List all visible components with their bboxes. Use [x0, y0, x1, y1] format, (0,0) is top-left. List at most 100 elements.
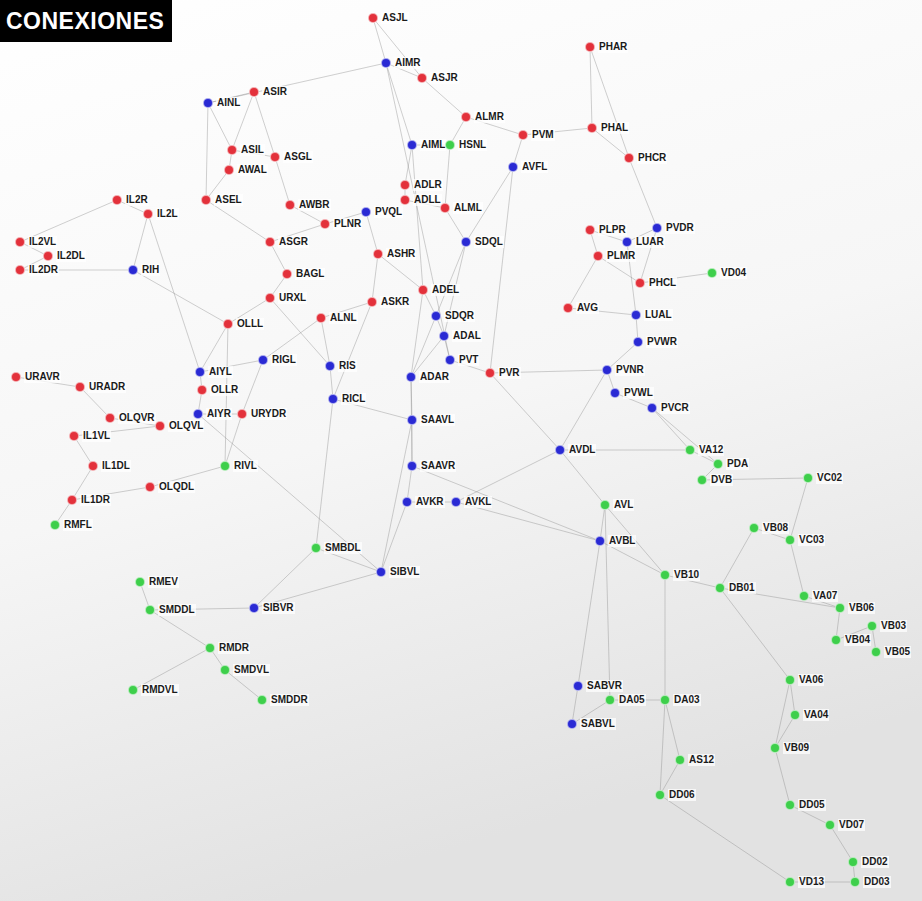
- neuron-label: IL2DL: [56, 250, 86, 262]
- neuron-node: PVNR: [602, 365, 612, 375]
- neuron-node: DB01: [715, 583, 725, 593]
- synapse-line: [573, 691, 577, 719]
- synapse-line: [461, 503, 595, 539]
- neuron-node: AIYR: [193, 409, 203, 419]
- neuron-label: DVB: [710, 474, 733, 486]
- synapse-line: [230, 155, 232, 165]
- neuron-label: DD03: [863, 876, 891, 888]
- neuron-node: VB04: [831, 635, 841, 645]
- neuron-label: IL1DL: [101, 460, 131, 472]
- neuron-label: OLQVR: [118, 412, 156, 424]
- neuron-node: SMDVL: [220, 665, 230, 675]
- neuron-node: VA12: [685, 445, 695, 455]
- neuron-node: AINL: [203, 98, 213, 108]
- neuron-label: AIMR: [394, 57, 422, 69]
- neuron-label: OLQDL: [158, 481, 195, 493]
- synapse-line: [563, 454, 602, 501]
- neuron-node: RMFL: [50, 520, 60, 530]
- neuron-node: SDQR: [431, 311, 441, 321]
- neuron-node: AWBR: [285, 200, 295, 210]
- neuron-label: SIBVL: [389, 566, 420, 578]
- neuron-label: SAAVR: [420, 460, 456, 472]
- synapse-line: [723, 592, 787, 676]
- neuron-label: PHAL: [600, 122, 629, 134]
- synapse-line: [666, 705, 679, 755]
- synapse-line: [203, 328, 226, 367]
- synapse-line: [258, 551, 313, 604]
- neuron-label: SABVR: [586, 680, 623, 692]
- neuron-label: PVM: [531, 129, 555, 141]
- neuron-node: OLQDL: [145, 482, 155, 492]
- synapse-line: [382, 425, 411, 567]
- neuron-node: HSNL: [445, 140, 455, 150]
- synapse-line: [791, 685, 795, 710]
- neuron-label: VA07: [812, 590, 838, 602]
- neuron-label: RMEV: [148, 576, 179, 588]
- neuron-node: VB08: [749, 523, 759, 533]
- neuron-node: PVCR: [647, 403, 657, 413]
- neuron-node: IL1DL: [88, 461, 98, 471]
- neuron-label: RMFL: [63, 519, 93, 531]
- neuron-label: IL1DR: [80, 494, 111, 506]
- synapse-line: [77, 440, 91, 462]
- neuron-node: URYDR: [237, 409, 247, 419]
- neuron-label: SDQL: [474, 236, 504, 248]
- synapse-line: [322, 323, 329, 361]
- neuron-node: SIBVL: [376, 567, 386, 577]
- neuron-label: ASJR: [430, 72, 459, 84]
- neuron-label: ADLL: [413, 194, 442, 206]
- neuron-node: AVFL: [508, 162, 518, 172]
- synapse-line: [150, 219, 199, 368]
- neuron-node: LUAL: [631, 310, 641, 320]
- neuron-node: ADEL: [418, 285, 428, 295]
- neuron-label: ASIL: [240, 144, 265, 156]
- neuron-node: VD07: [825, 820, 835, 830]
- synapse-line: [413, 321, 434, 373]
- neuron-label: URXL: [278, 292, 307, 304]
- neuron-label: VD04: [720, 267, 747, 279]
- synapse-line: [137, 650, 205, 687]
- neuron-node: VB10: [660, 570, 670, 580]
- synapse-line: [210, 107, 229, 145]
- neuron-node: RMDR: [205, 643, 215, 653]
- synapse-line: [408, 471, 412, 497]
- synapse-line: [425, 294, 434, 311]
- neuron-label: PHAR: [598, 41, 628, 53]
- synapse-line: [317, 404, 333, 543]
- neuron-label: AIML: [420, 139, 446, 151]
- synapse-line: [631, 163, 655, 224]
- neuron-label: SMDDR: [270, 694, 309, 706]
- neuron-node: AVG: [563, 303, 573, 313]
- neuron-node: AVDL: [555, 445, 565, 455]
- neuron-label: RIH: [141, 264, 160, 276]
- neuron-label: AIYR: [206, 408, 232, 420]
- neuron-node: SABVR: [573, 681, 583, 691]
- neuron-node: OLQVL: [155, 421, 165, 431]
- synapse-line: [590, 52, 592, 123]
- neuron-node: VC02: [803, 473, 813, 483]
- neuron-label: DB01: [728, 582, 756, 594]
- neuron-label: AWAL: [237, 164, 268, 176]
- neuron-node: SMDDR: [257, 695, 267, 705]
- neuron-node: SABVL: [567, 719, 577, 729]
- neuron-label: VC03: [798, 534, 825, 546]
- synapse-line: [200, 377, 202, 385]
- synapse-line: [791, 483, 806, 535]
- neuron-node: PHAL: [587, 123, 597, 133]
- synapse-line: [636, 320, 637, 337]
- neuron-node: PDA: [713, 459, 723, 469]
- neuron-label: LUAL: [644, 309, 673, 321]
- neuron-label: ALNL: [329, 312, 358, 324]
- synapse-line: [791, 545, 803, 591]
- synapse-line: [776, 685, 789, 743]
- neuron-label: SABVL: [580, 718, 616, 730]
- synapse-line: [438, 247, 464, 312]
- neuron-node: DD06: [655, 790, 665, 800]
- neuron-node: IL2VL: [15, 237, 25, 247]
- neuron-label: PLMR: [606, 250, 636, 262]
- neuron-node: IL2L: [143, 209, 153, 219]
- neuron-node: ALNL: [316, 313, 326, 323]
- neuron-label: DA05: [618, 694, 646, 706]
- neuron-node: ADLR: [400, 180, 410, 190]
